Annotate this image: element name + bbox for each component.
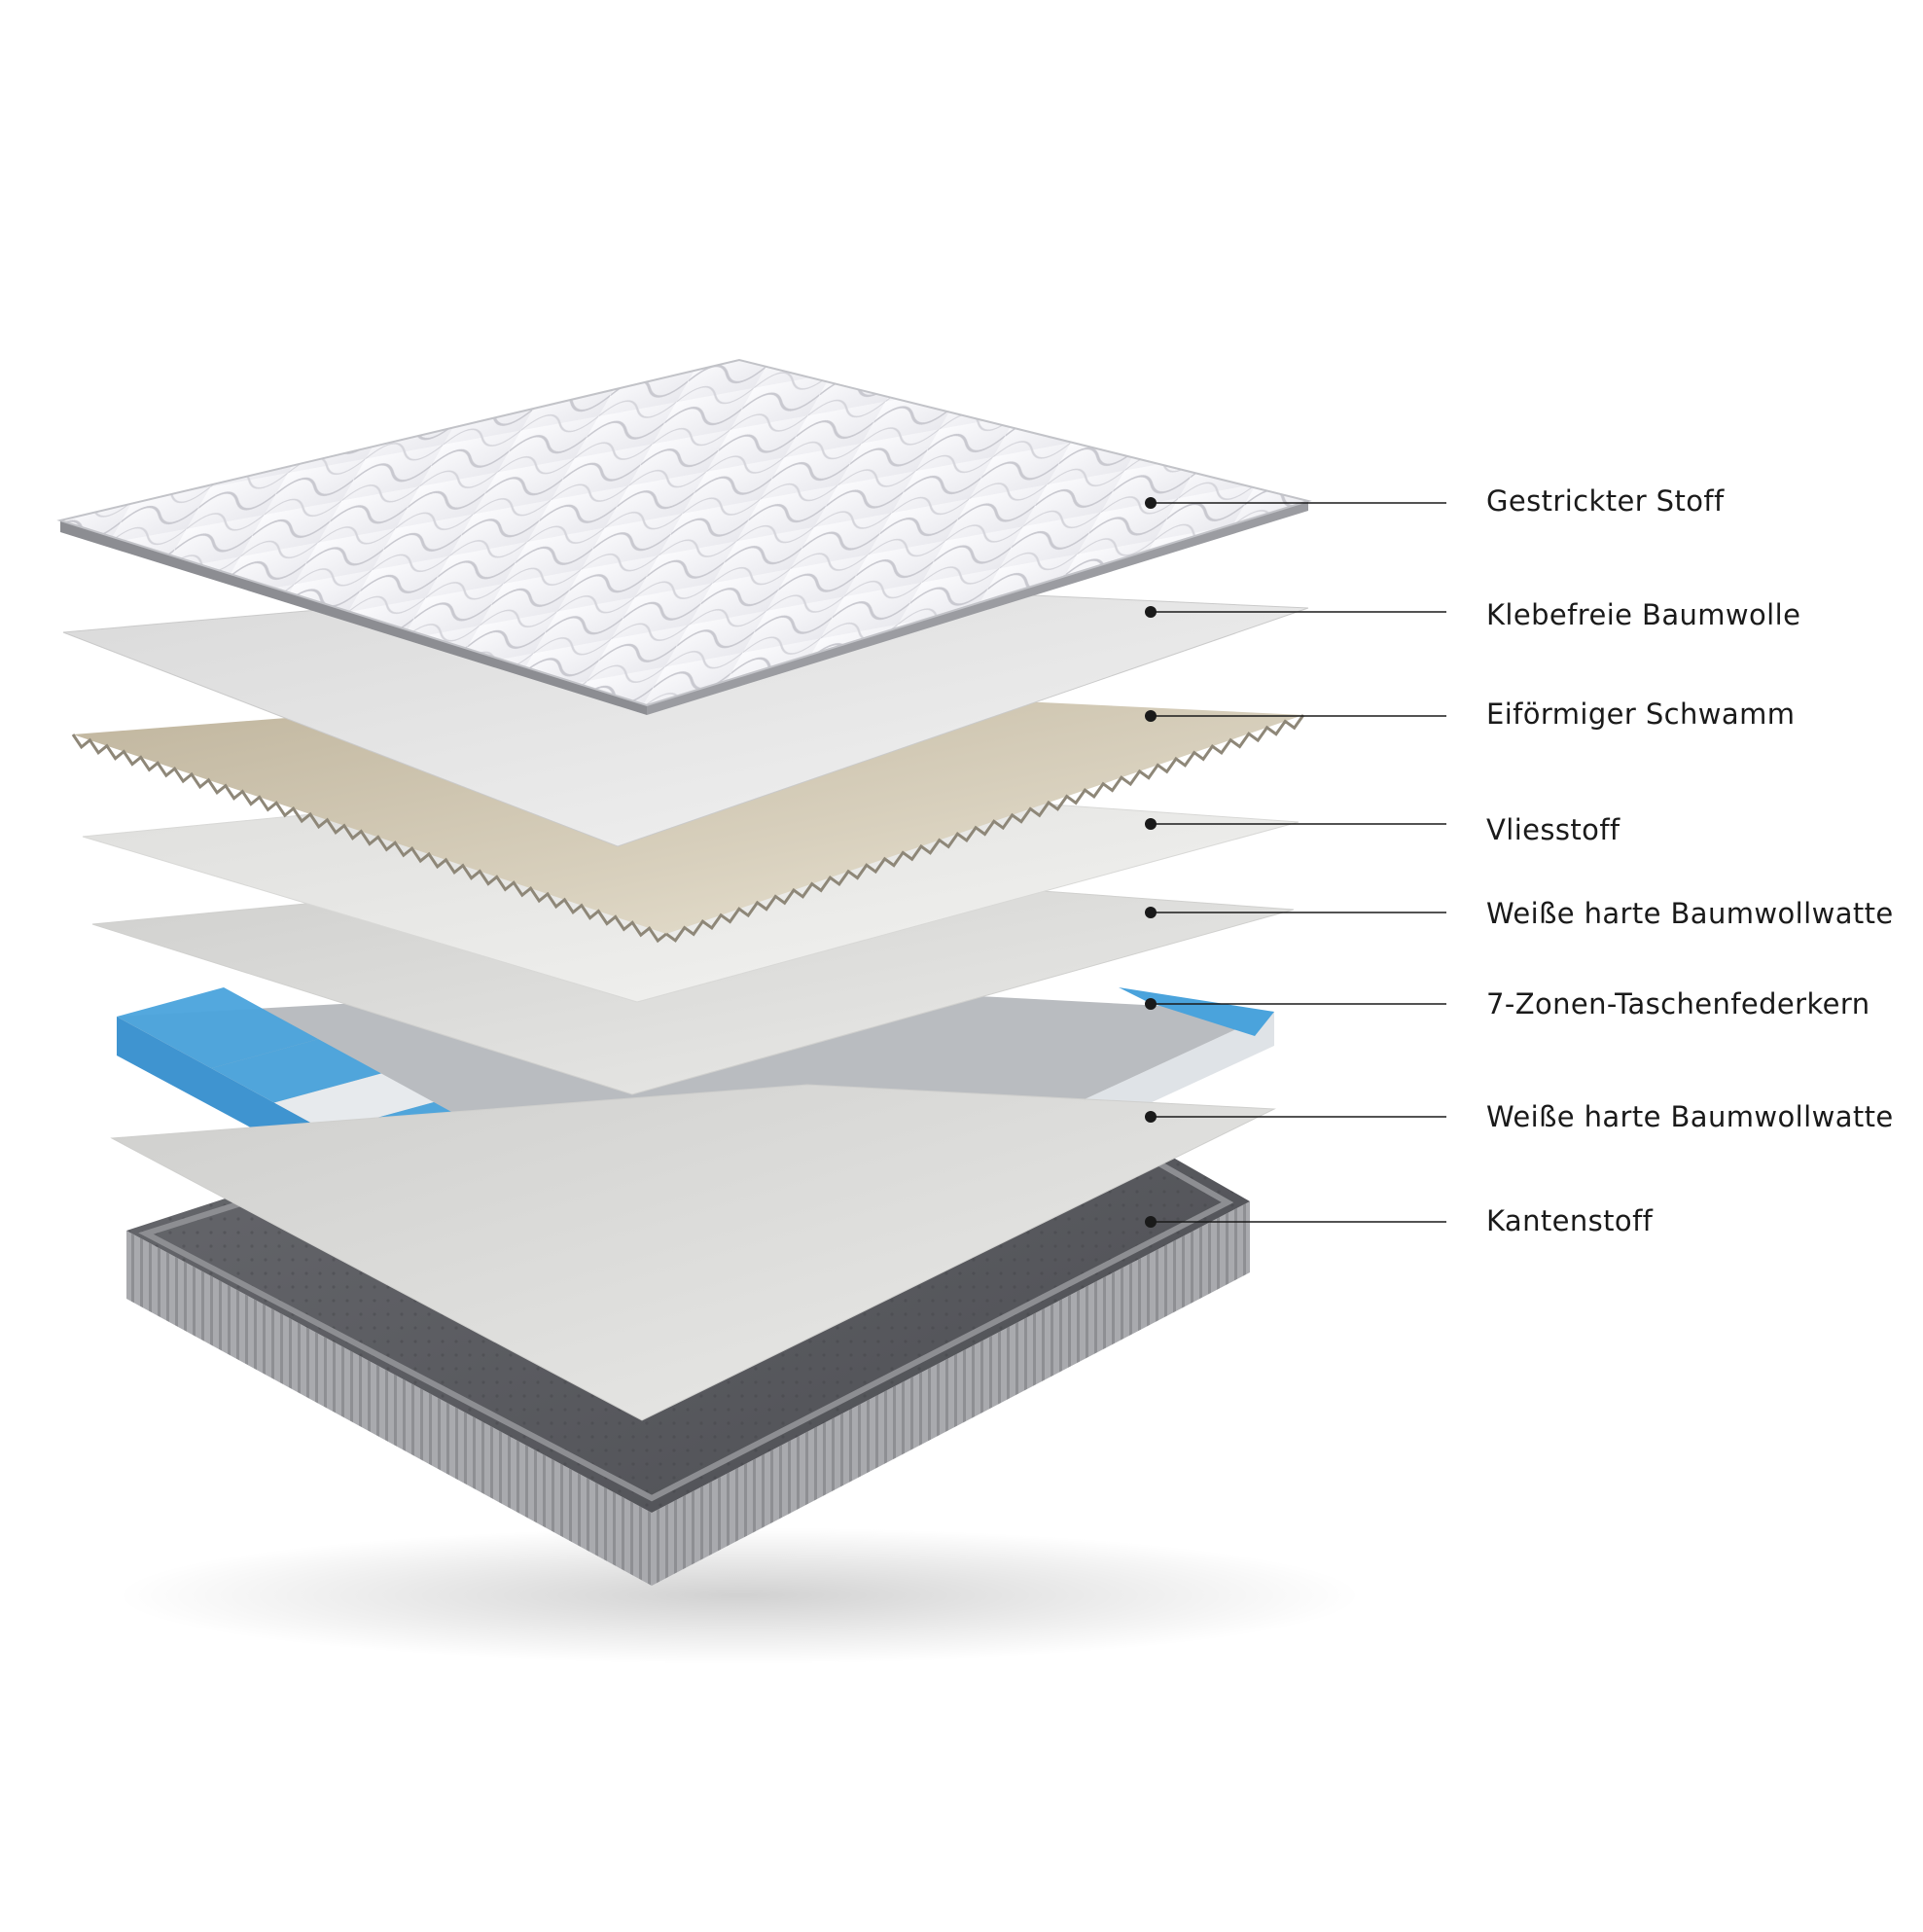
leader-dot-6: [1145, 998, 1157, 1010]
spring-zone-right-blue: [1119, 987, 1274, 1036]
edge-fabric-front-side: [126, 1231, 652, 1586]
knit-front-edge: [60, 520, 647, 715]
knit-top: [56, 358, 1312, 707]
foam-zigzag-front: [71, 733, 667, 944]
leader-dot-2: [1145, 606, 1157, 618]
leader-dot-1: [1145, 497, 1157, 509]
knit-right-edge: [647, 501, 1308, 715]
label-knit-fabric: Gestrickter Stoff: [1486, 484, 1725, 518]
wadding-bottom-sheet: [110, 1084, 1276, 1421]
label-egg-crate-foam: Eiförmiger Schwamm: [1486, 698, 1796, 731]
leader-dot-3: [1145, 710, 1157, 722]
leader-dot-8: [1145, 1216, 1157, 1228]
label-white-wadding-top: Weiße harte Baumwollwatte: [1486, 897, 1894, 930]
knit-fabric-layer: [56, 358, 1312, 715]
leader-dot-4: [1145, 818, 1157, 830]
leader-dot-7: [1145, 1111, 1157, 1123]
label-adhesive-free-cotton: Klebefreie Baumwolle: [1486, 598, 1801, 631]
label-fleece: Vliesstoff: [1486, 813, 1620, 846]
label-white-wadding-bottom: Weiße harte Baumwollwatte: [1486, 1100, 1894, 1133]
label-pocket-spring-core: 7-Zonen-Taschenfederkern: [1486, 987, 1870, 1020]
leader-dot-5: [1145, 907, 1157, 918]
floor-shadow: [117, 1527, 1362, 1664]
spring-zone-2: [211, 1039, 381, 1103]
edge-fabric-right-side: [652, 1201, 1250, 1586]
foam-zigzag-right: [665, 714, 1305, 943]
label-edge-fabric: Kantenstoff: [1486, 1204, 1654, 1237]
spring-zone-3: [274, 1073, 434, 1131]
spring-zone-1: [117, 987, 319, 1069]
